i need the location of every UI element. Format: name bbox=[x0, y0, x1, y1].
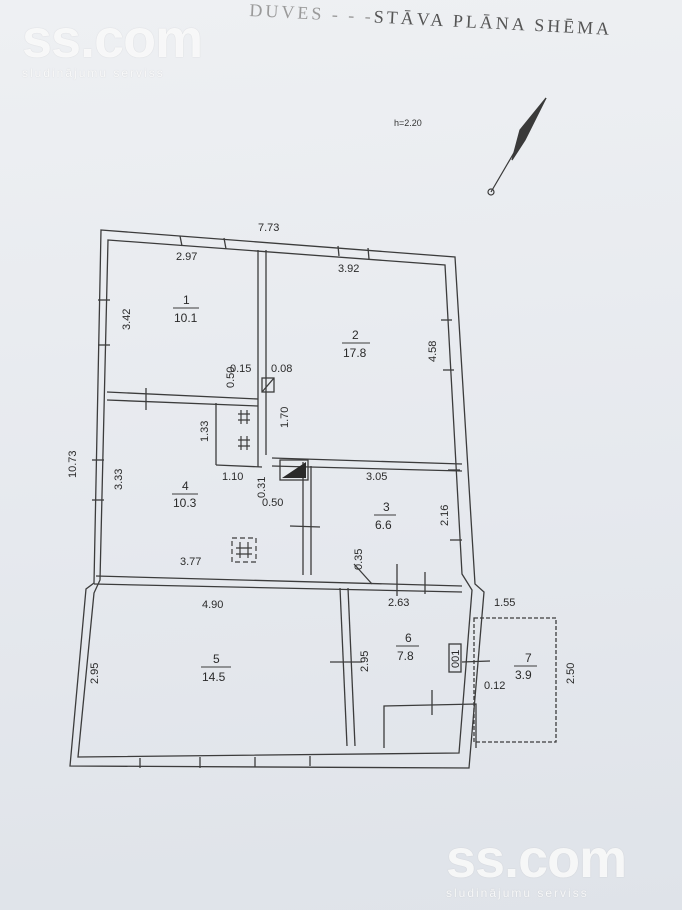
svg-text:17.8: 17.8 bbox=[343, 346, 367, 360]
dimension-label: 0.31 bbox=[256, 477, 268, 498]
watermark-brand: ss.com bbox=[22, 9, 203, 69]
watermark-bottom: ss.com sludinājumu serviss bbox=[446, 829, 627, 900]
svg-text:3.9: 3.9 bbox=[515, 668, 532, 682]
svg-text:5: 5 bbox=[213, 652, 220, 666]
room-label-1: 1 10.1 bbox=[173, 293, 199, 325]
svg-text:10.3: 10.3 bbox=[173, 496, 197, 510]
svg-text:6.6: 6.6 bbox=[375, 518, 392, 532]
watermark-top: ss.com sludinājumu serviss bbox=[22, 9, 203, 80]
interior-walls bbox=[93, 250, 557, 748]
room-label-6: 6 7.8 bbox=[396, 631, 419, 663]
window-marks bbox=[92, 235, 491, 768]
meter-label: 001 bbox=[450, 650, 462, 668]
dimension-label: 2.16 bbox=[439, 505, 451, 526]
dimension-label: 4.90 bbox=[202, 599, 223, 611]
overall-width-label: 7.73 bbox=[258, 222, 279, 234]
watermark-tagline: sludinājumu serviss bbox=[446, 886, 589, 900]
svg-text:10.1: 10.1 bbox=[174, 311, 198, 325]
room-label-2: 2 17.8 bbox=[342, 328, 370, 360]
dimension-label: 3.33 bbox=[113, 469, 125, 490]
room-label-4: 4 10.3 bbox=[172, 479, 198, 510]
dimension-label: 0.50 bbox=[225, 367, 237, 388]
svg-text:1: 1 bbox=[183, 293, 190, 307]
dimension-label: 1.33 bbox=[199, 421, 211, 442]
dimension-label: 0.35 bbox=[353, 549, 365, 570]
dimension-label: 1.70 bbox=[279, 407, 291, 428]
north-arrow-icon bbox=[487, 97, 547, 196]
dimension-label: 0.50 bbox=[262, 497, 283, 509]
dimension-label: 1.55 bbox=[494, 597, 515, 609]
ceiling-height-note: h=2.20 bbox=[394, 118, 422, 128]
dimension-label: 0.12 bbox=[484, 680, 505, 692]
dimension-label: 2.63 bbox=[388, 597, 409, 609]
dimension-label: 3.42 bbox=[121, 309, 133, 330]
dimension-label: 0.08 bbox=[271, 363, 292, 375]
dimension-label: 2.95 bbox=[89, 663, 101, 684]
svg-text:14.5: 14.5 bbox=[202, 670, 226, 684]
svg-text:4: 4 bbox=[182, 479, 189, 493]
dimension-label: 3.92 bbox=[338, 263, 359, 275]
svg-text:3: 3 bbox=[383, 500, 390, 514]
vent-icon bbox=[231, 410, 257, 563]
room-label-3: 3 6.6 bbox=[374, 500, 396, 532]
svg-text:2: 2 bbox=[352, 328, 359, 342]
dimension-label: 3.05 bbox=[366, 471, 387, 483]
svg-text:7: 7 bbox=[525, 651, 532, 665]
dimension-label: 2.95 bbox=[359, 651, 371, 672]
room-label-5: 5 14.5 bbox=[201, 652, 231, 684]
svg-text:7.8: 7.8 bbox=[397, 649, 414, 663]
watermark-brand: ss.com bbox=[446, 829, 627, 889]
room-label-7: 7 3.9 bbox=[514, 651, 537, 682]
dimension-label: 4.58 bbox=[427, 341, 439, 362]
dimension-label: 1.10 bbox=[222, 471, 243, 483]
dimension-label: 3.77 bbox=[180, 556, 201, 568]
dimension-label: 0.15 bbox=[230, 363, 251, 375]
dimension-label: 2.50 bbox=[565, 663, 577, 684]
dimension-label: 2.97 bbox=[176, 251, 197, 263]
watermark-tagline: sludinājumu serviss bbox=[22, 66, 165, 80]
svg-text:6: 6 bbox=[405, 631, 412, 645]
overall-height-label: 10.73 bbox=[67, 450, 79, 478]
